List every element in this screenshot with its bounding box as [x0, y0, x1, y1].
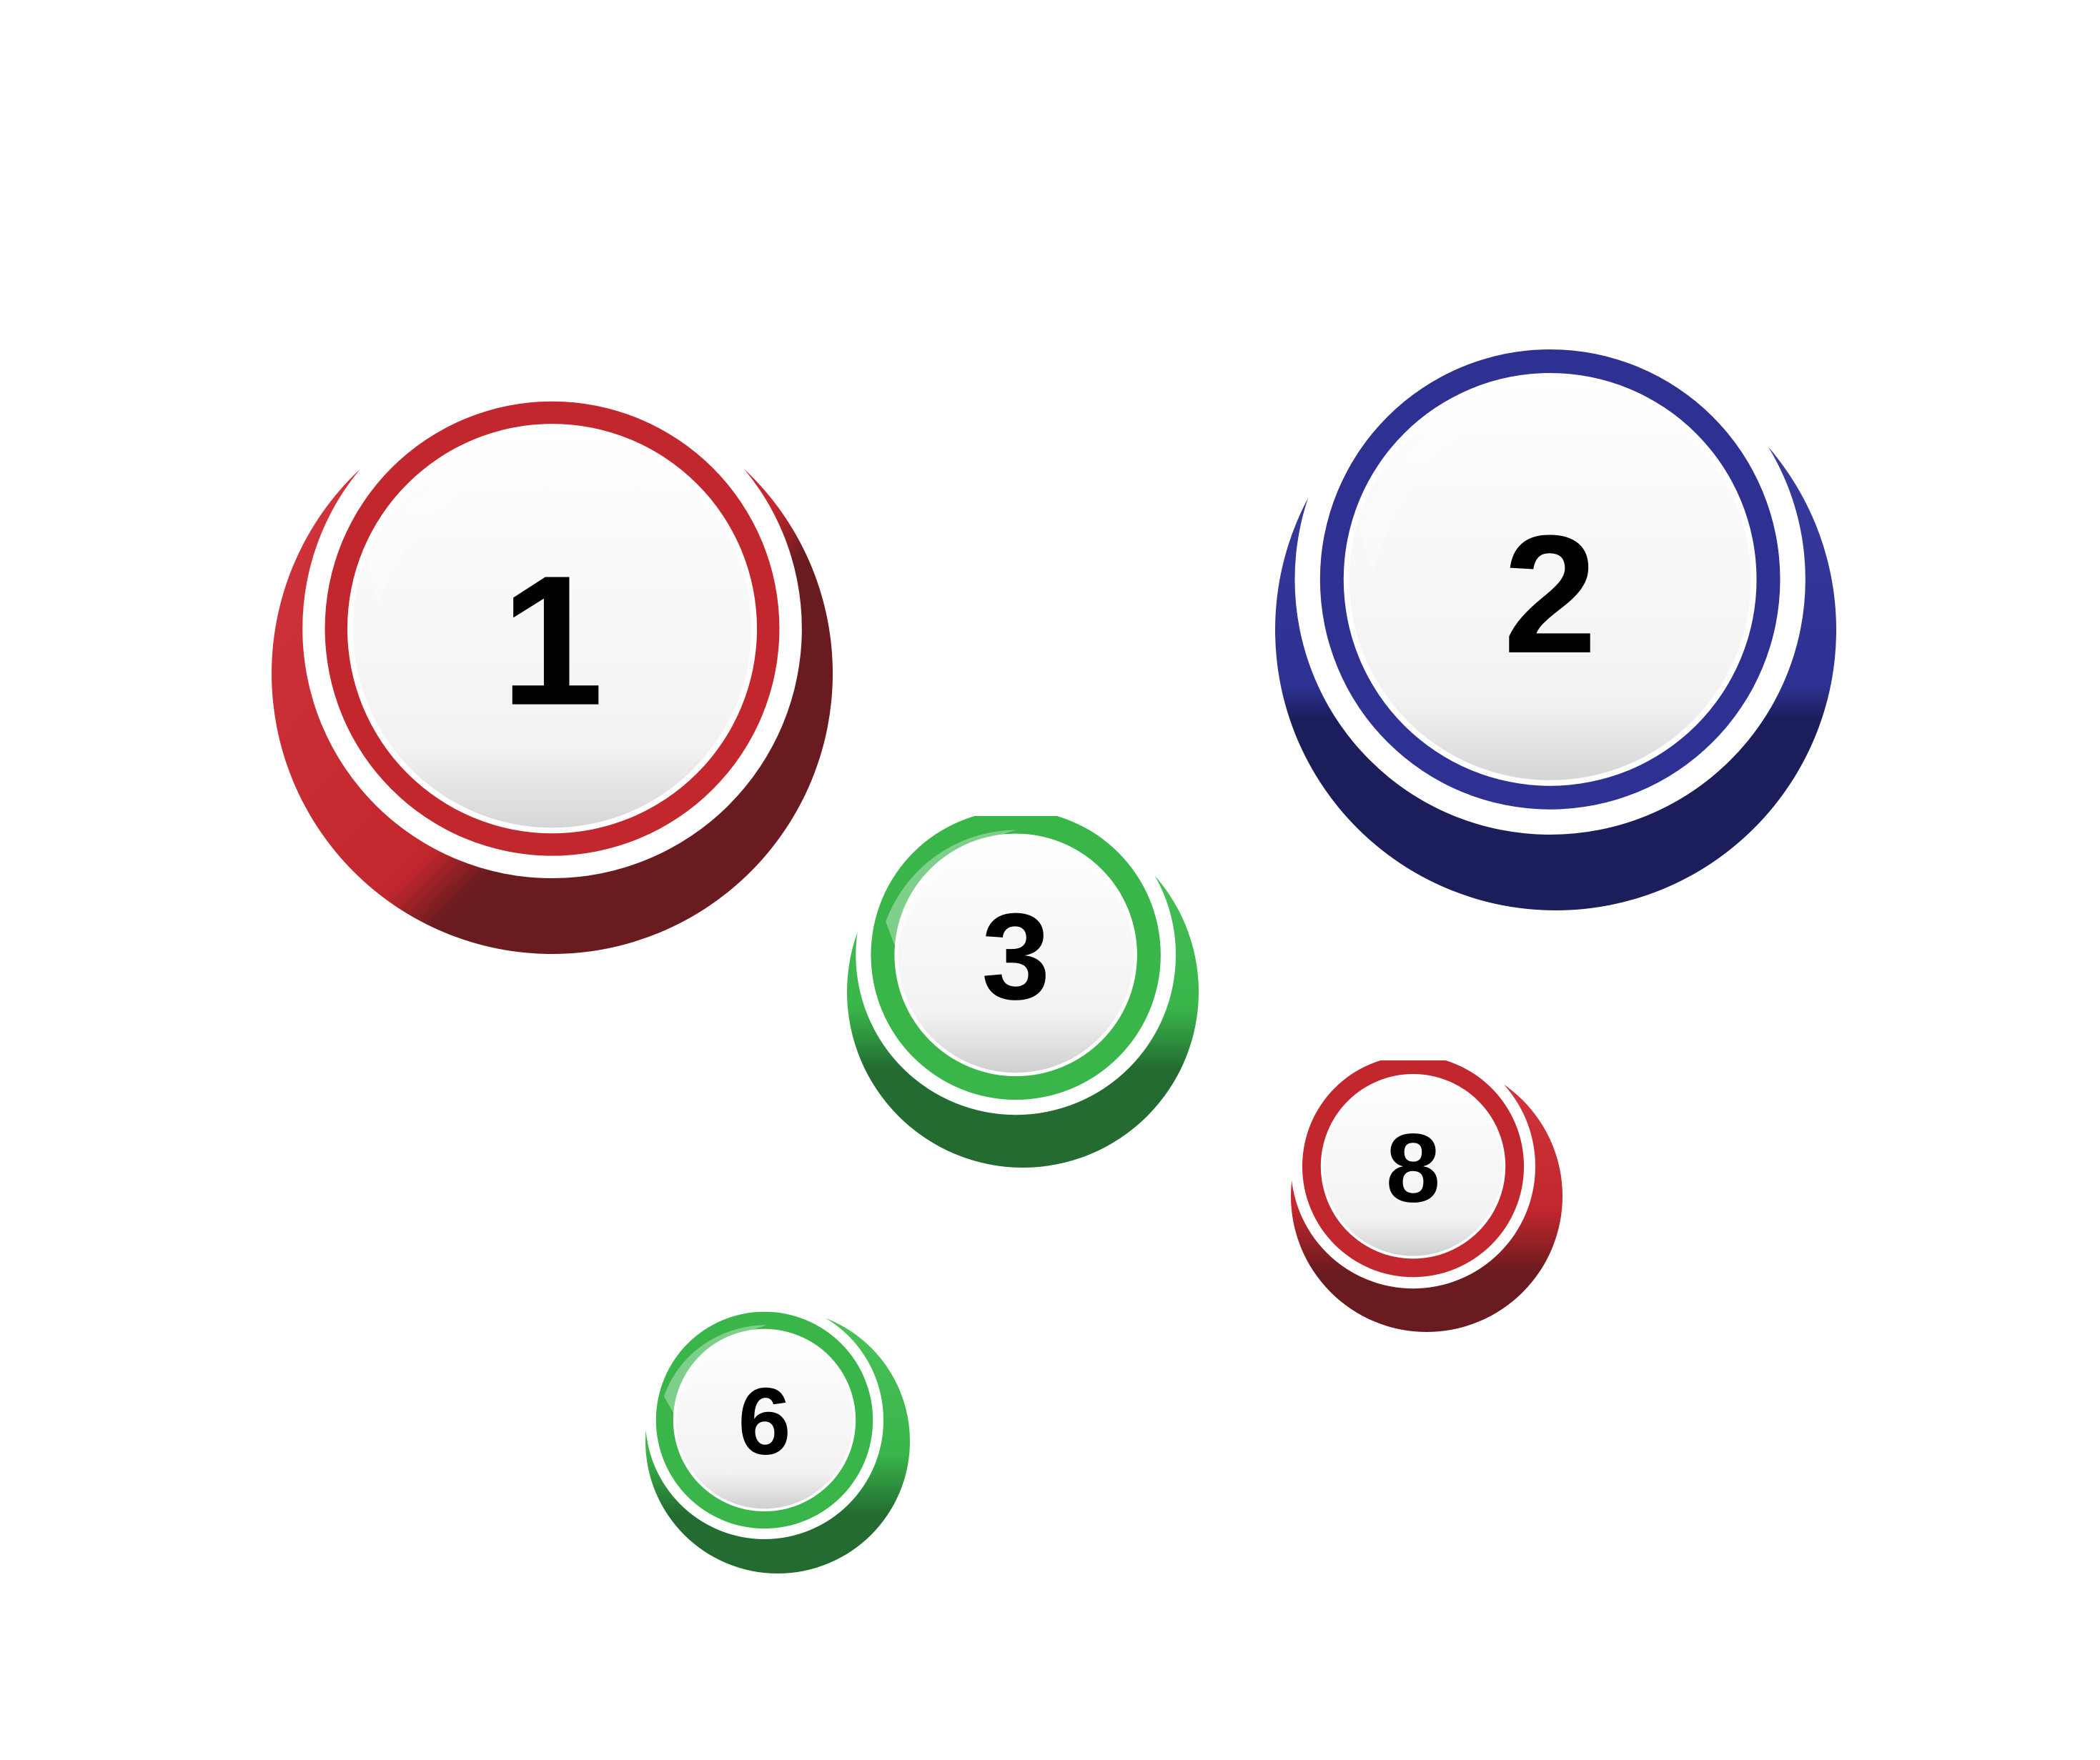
ball-number: 6	[738, 1368, 791, 1475]
bingo-ball-icon: 3	[847, 816, 1199, 1168]
bingo-ball-2: 2	[1275, 349, 1836, 910]
bingo-ball-3: 3	[847, 816, 1199, 1168]
bingo-ball-icon: 6	[645, 1309, 910, 1573]
ball-number: 2	[1503, 500, 1597, 688]
bingo-ball-icon: 1	[272, 393, 833, 954]
bingo-ball-8: 8	[1291, 1060, 1562, 1332]
bingo-ball-icon: 2	[1275, 349, 1836, 910]
ball-number: 3	[981, 888, 1050, 1025]
bingo-ball-icon: 8	[1291, 1060, 1562, 1332]
bingo-ball-1: 1	[272, 393, 833, 954]
bingo-ball-6: 6	[645, 1309, 910, 1573]
ball-number: 1	[500, 537, 603, 744]
ball-number: 8	[1386, 1113, 1440, 1223]
